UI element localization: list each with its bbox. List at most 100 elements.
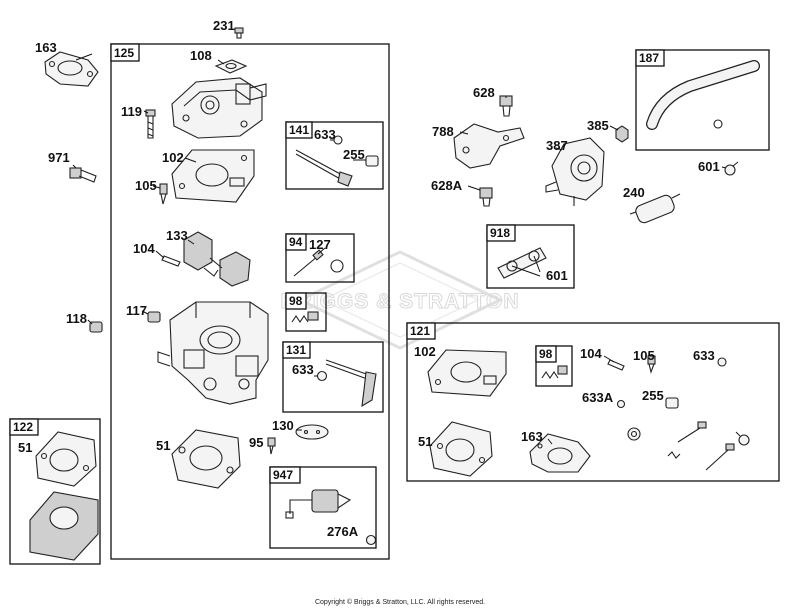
label-255-right: 255 [642,388,664,403]
label-51-center: 51 [156,438,170,453]
group-box-187: 187 [635,49,770,151]
group-box-131: 131 [282,341,384,413]
spacer-122 [29,491,99,561]
group-tag-98-right: 98 [539,347,553,361]
needle-105-left [159,183,168,205]
group-box-141: 141 [285,121,384,190]
label-104-left: 104 [133,241,155,256]
label-628A: 628A [431,178,463,193]
label-255-in-141: 255 [343,147,365,162]
bushing-633A [616,399,626,409]
bolt-628A [479,187,493,207]
label-102-right: 102 [414,344,436,359]
group-tag-125: 125 [114,46,134,60]
label-601-top: 601 [698,159,720,174]
gasket-51-right [429,421,493,477]
label-102-left: 102 [162,150,184,165]
screw-95 [267,437,276,455]
label-163-right: 163 [521,429,543,444]
needle-105-right [647,355,656,374]
bushing-255-right [665,397,679,409]
copyright-notice: Copyright © Briggs & Stratton, LLC. All … [315,598,485,606]
label-276A: 276A [327,524,359,539]
group-box-122: 122 [9,418,101,565]
label-133: 133 [166,228,188,243]
label-51-in-122: 51 [18,440,32,455]
group-tag-918: 918 [490,226,510,240]
bracket-788 [453,123,525,169]
plug-118 [89,321,103,333]
group-tag-947: 947 [273,468,293,482]
screw-231 [234,27,244,39]
bushing-633-right [717,357,727,367]
fuel-filter-240 [629,193,681,224]
group-tag-187: 187 [639,51,659,65]
group-box-125: 125 [110,43,390,560]
nut-385 [615,125,629,143]
callout-labels: 231 163 108 119 971 102 105 633 255 133 … [18,18,720,539]
choke-shaft-131 [316,359,377,408]
label-108: 108 [190,48,212,63]
group-tag-94: 94 [289,235,303,249]
washer-276A [365,534,377,546]
float-133 [183,231,251,287]
carburetor-main-body [157,301,269,405]
group-box-121: 121 [406,322,780,482]
pin-104-left [161,255,181,267]
label-117: 117 [126,303,147,318]
gasket-102-right [427,349,507,397]
label-95: 95 [249,435,263,450]
throttle-shaft-141 [295,135,379,187]
screw-spring-98-left [291,311,319,323]
label-240: 240 [623,185,645,200]
group-tag-131: 131 [286,343,306,357]
label-105-right: 105 [633,348,655,363]
label-231: 231 [213,18,235,33]
group-box-98-right: 98 [535,345,573,387]
gasket-51-left [35,431,97,487]
group-tag-98-left: 98 [289,294,303,308]
label-119: 119 [121,104,142,119]
group-box-947: 947 [269,466,377,549]
screw-119 [145,109,156,139]
label-633A: 633A [582,390,614,405]
clamp-601-top [724,161,739,176]
group-tag-141: 141 [289,123,309,137]
group-box-94: 94 [285,233,355,283]
screw-spring-98-right [541,365,568,379]
clamp-121 [735,431,750,446]
label-118: 118 [66,311,87,326]
label-628: 628 [473,85,495,100]
label-127: 127 [309,237,331,252]
label-51-right: 51 [418,434,432,449]
label-971: 971 [48,150,70,165]
label-105-left: 105 [135,178,157,193]
group-tag-121: 121 [410,324,430,338]
needle-94 [293,249,344,277]
fuel-line-187 [646,60,760,130]
label-385: 385 [587,118,609,133]
fuel-pump-387 [545,137,605,206]
watermark-logo: BRIGGS & STRATTON [280,250,519,350]
group-tag-122: 122 [13,420,33,434]
label-104-right: 104 [580,346,602,361]
leader-lines [72,53,727,445]
label-601-in-918: 601 [546,268,568,283]
fitting-918 [497,247,547,279]
label-788: 788 [432,124,454,139]
plug-117 [147,311,161,323]
solenoid-947 [285,489,352,519]
label-633-right: 633 [693,348,715,363]
gasket-102-left [171,149,255,203]
carburetor-top-body [171,77,267,139]
group-box-98-left: 98 [285,292,327,332]
choke-plate-130 [295,424,329,440]
bolt-971 [69,167,97,183]
bolt-628 [499,95,513,117]
label-633-in-141: 633 [314,127,336,142]
gasket-163-top [44,51,99,87]
group-box-918: 918 [486,224,575,289]
washer-lock-121 [627,427,641,441]
gasket-163-right [529,433,591,473]
